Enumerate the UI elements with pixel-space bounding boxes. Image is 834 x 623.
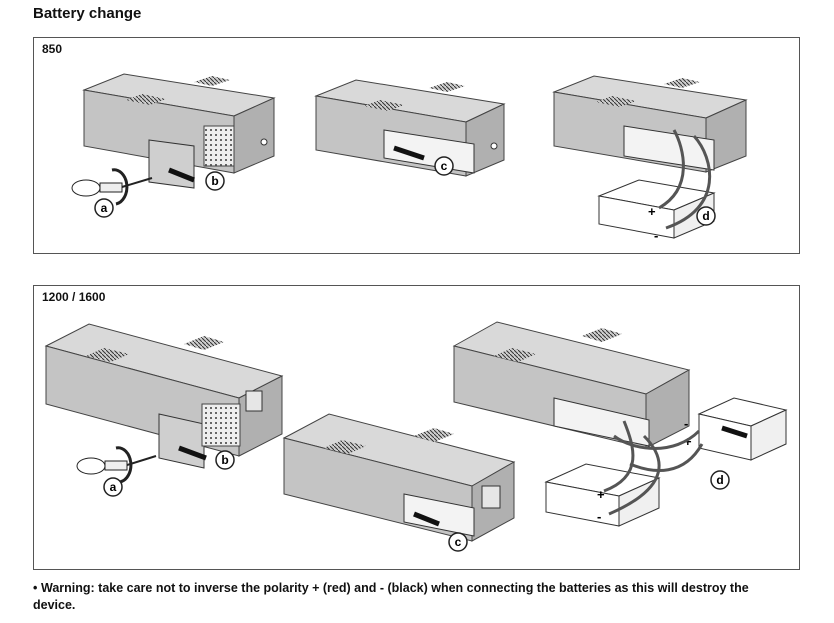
warning-text: Warning: take care not to inverse the po… <box>33 581 749 612</box>
callout-c: c <box>434 156 454 176</box>
screwdriver <box>76 446 157 484</box>
callout-a: a <box>103 477 123 497</box>
ups-tower-battery-out <box>452 321 691 449</box>
minus-terminal-label: - <box>654 228 658 243</box>
bullet: • <box>33 581 38 595</box>
illustration-1200-1600: + - - + a b c d <box>44 321 788 552</box>
polarity-warning: •Warning: take care not to inverse the p… <box>33 580 793 614</box>
panel-1200-1600: 1200 / 1600 <box>33 285 800 570</box>
pull-arrow <box>178 445 207 461</box>
ups-unit-cover-removed <box>314 79 506 177</box>
callout-b: b <box>215 450 235 470</box>
callout-c: c <box>448 532 468 552</box>
minus-terminal-label: - <box>597 509 601 524</box>
slide-arrow <box>413 511 440 527</box>
svg-text:a: a <box>101 201 108 215</box>
svg-text:d: d <box>716 473 723 487</box>
svg-text:b: b <box>211 174 218 188</box>
battery-block-right: - + <box>613 397 788 472</box>
pull-arrow <box>168 167 195 183</box>
battery-block-left: + - <box>544 420 661 527</box>
ups-unit-battery-out <box>552 75 748 173</box>
page-title: Battery change <box>33 5 142 22</box>
panel-label: 1200 / 1600 <box>42 290 106 304</box>
svg-text:d: d <box>702 209 709 223</box>
screwdriver <box>71 168 153 206</box>
svg-text:a: a <box>110 480 117 494</box>
callout-b: b <box>205 171 225 191</box>
svg-text:c: c <box>455 535 462 549</box>
svg-text:c: c <box>441 159 448 173</box>
callout-a: a <box>94 198 114 218</box>
panel-label: 850 <box>42 42 63 56</box>
plus-terminal-label: + <box>684 434 692 449</box>
callout-d: d <box>710 470 730 490</box>
callout-d: d <box>696 206 716 226</box>
ups-tower-open-cover <box>44 323 284 469</box>
ups-tower-cover-removed <box>282 413 516 542</box>
minus-terminal-label: - <box>684 416 688 431</box>
svg-text:b: b <box>221 453 228 467</box>
plus-terminal-label: + <box>648 204 656 219</box>
ups-unit-open-cover <box>82 73 276 189</box>
battery-block: + - <box>597 129 716 243</box>
plus-terminal-label: + <box>597 487 605 502</box>
slide-arrow <box>393 145 425 161</box>
panel-850: 850 <box>33 37 800 254</box>
illustration-850: + - a b c d <box>71 73 748 243</box>
